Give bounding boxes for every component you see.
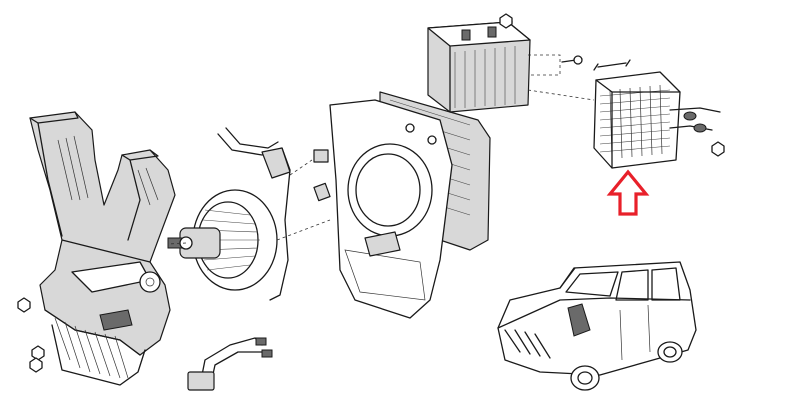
nut-set bbox=[17, 297, 45, 373]
heater-core bbox=[593, 59, 725, 169]
highlight-arrow bbox=[606, 169, 650, 216]
heater-housing bbox=[329, 91, 491, 319]
car-illustration bbox=[497, 261, 697, 391]
screw bbox=[561, 55, 583, 65]
wiring-connector bbox=[187, 337, 273, 391]
heater-box bbox=[427, 17, 531, 113]
blower-fan bbox=[167, 189, 278, 291]
air-duct bbox=[29, 111, 176, 386]
clip-set bbox=[313, 149, 331, 202]
assembly-guide-lines bbox=[167, 89, 595, 245]
wire-bracket bbox=[217, 127, 291, 301]
nut-top bbox=[499, 13, 513, 29]
gasket-strip bbox=[528, 54, 561, 76]
